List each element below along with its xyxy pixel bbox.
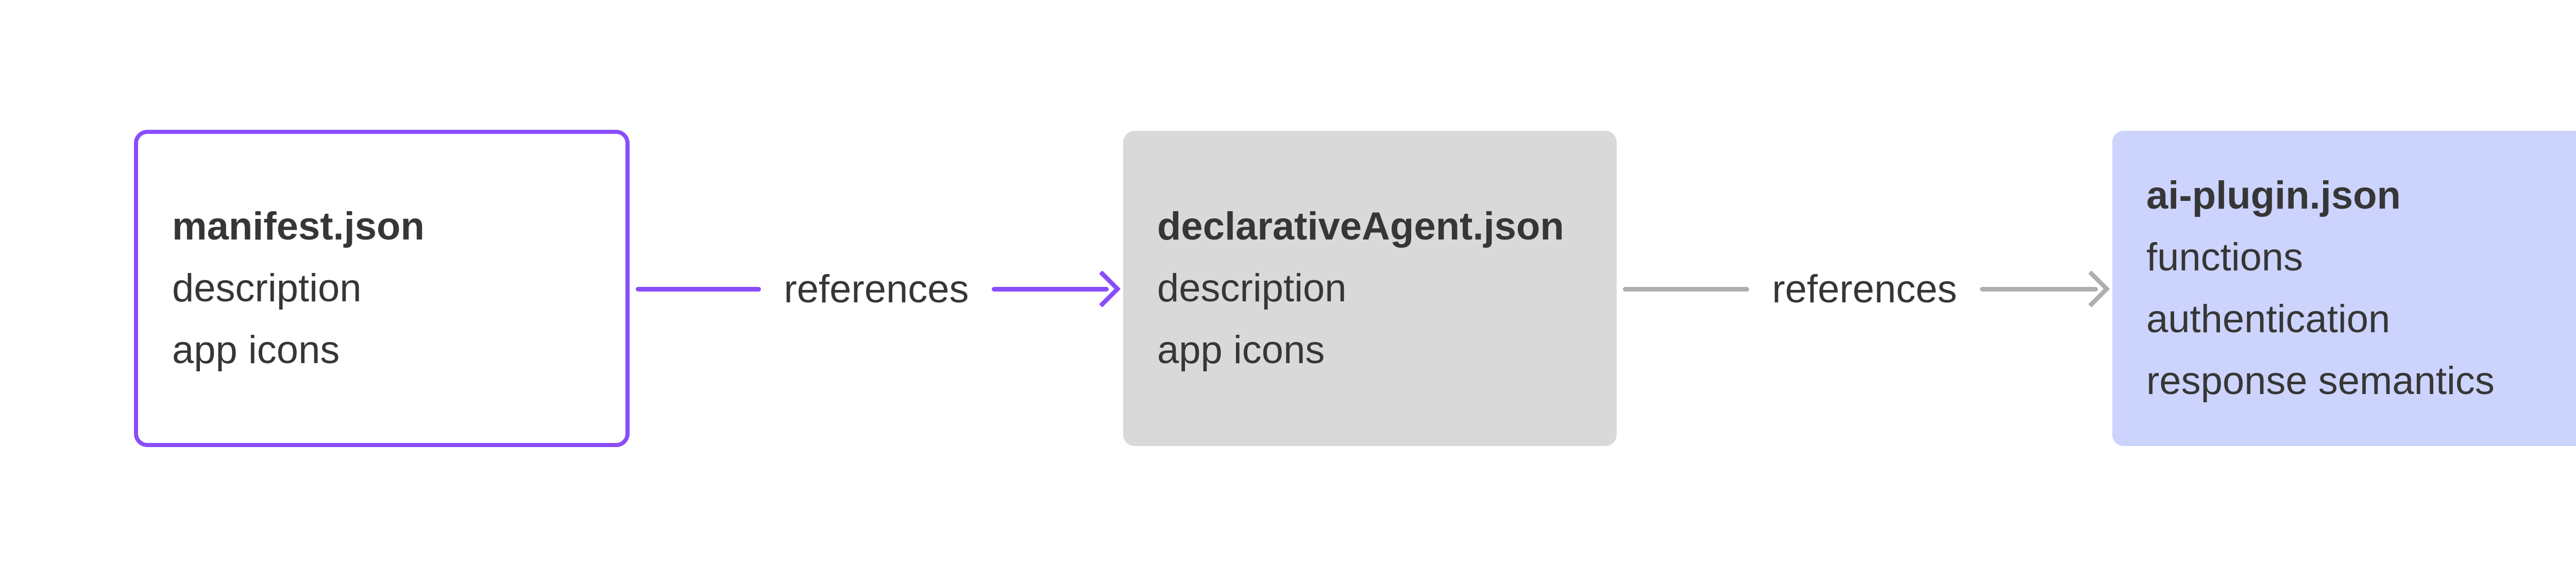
node-item: response semantics xyxy=(2146,359,2495,403)
edge-references-2: references xyxy=(1623,258,2110,320)
edge-tail xyxy=(1979,258,2110,320)
node-item: app icons xyxy=(172,328,340,372)
edge-line xyxy=(1623,286,1750,292)
edge-line xyxy=(991,286,1109,292)
node-title: declarativeAgent.json xyxy=(1157,204,1564,248)
node-title: ai-plugin.json xyxy=(2146,174,2401,217)
node-manifest-json: manifest.json description app icons xyxy=(134,130,630,447)
edge-label: references xyxy=(784,267,969,311)
node-item: description xyxy=(1157,266,1347,310)
edge-line xyxy=(636,286,761,292)
node-item: app icons xyxy=(1157,328,1325,372)
node-item: authentication xyxy=(2146,297,2391,341)
node-declarative-agent-json: declarativeAgent.json description app ic… xyxy=(1123,131,1617,446)
node-item: description xyxy=(172,266,362,310)
node-title: manifest.json xyxy=(172,204,425,248)
node-item: functions xyxy=(2146,235,2303,279)
node-ai-plugin-json: ai-plugin.json functions authentication … xyxy=(2112,131,2576,446)
edge-label: references xyxy=(1772,267,1957,311)
arrowhead-icon xyxy=(1083,270,1121,308)
edge-tail xyxy=(991,258,1121,320)
edge-references-1: references xyxy=(636,258,1121,320)
edge-line xyxy=(1979,286,2098,292)
arrowhead-icon xyxy=(2073,270,2110,308)
